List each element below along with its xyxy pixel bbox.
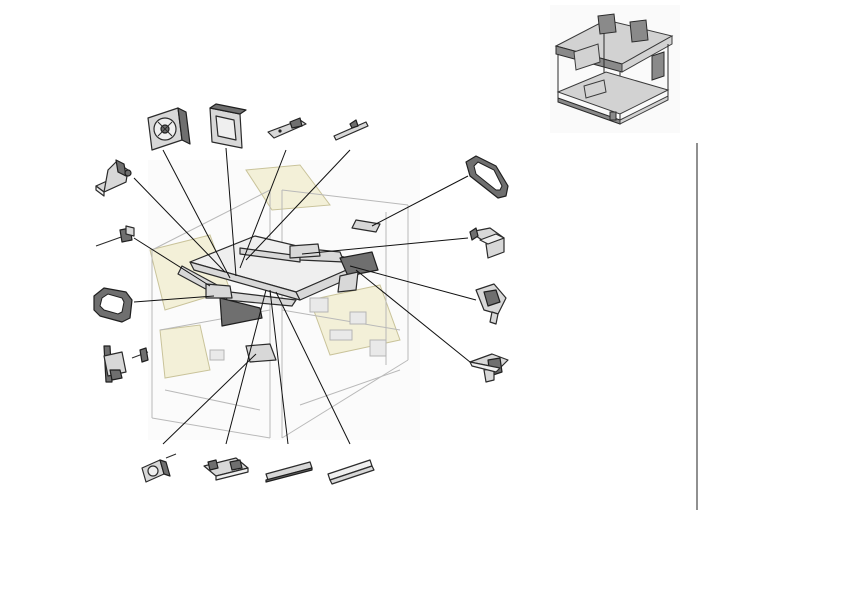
guide-rail-left-icon: [265, 461, 313, 483]
pin-shaft-icon: [95, 225, 135, 247]
cooling-fan-icon: [147, 107, 191, 151]
flat-bracket-icon: [267, 117, 307, 139]
side-clip-icon: [475, 283, 507, 325]
mounting-bracket-icon: [103, 345, 149, 383]
circuit-board-icon: [203, 457, 249, 481]
guide-rail-right-icon: [327, 459, 375, 485]
guide-block-icon: [95, 159, 132, 197]
thin-rod-icon: [333, 119, 369, 141]
cover-plate-icon: [469, 227, 505, 259]
overview-thumbnail: [550, 5, 680, 133]
rubber-seal-d-icon: [465, 155, 509, 199]
small-fan-icon: [141, 453, 177, 483]
lever-arm-icon: [469, 353, 509, 383]
rubber-seal-rect-icon: [93, 287, 133, 323]
fan-duct-icon: [209, 103, 247, 149]
leader-lines: [133, 147, 477, 445]
